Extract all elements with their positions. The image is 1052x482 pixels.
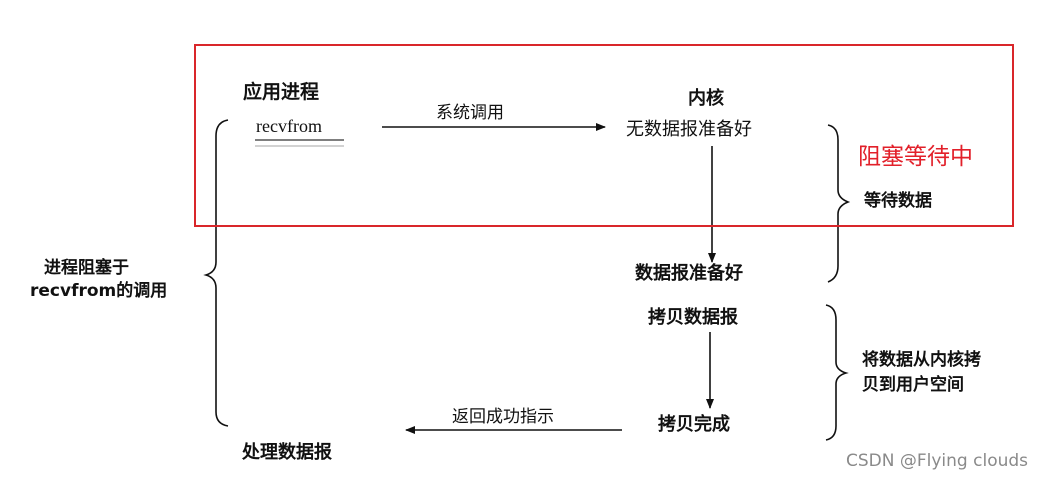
- recvfrom-label: recvfrom: [256, 116, 322, 136]
- process-blocked-label-2: recvfrom的调用: [30, 281, 168, 301]
- return-ok-label: 返回成功指示: [452, 407, 554, 427]
- blocked-waiting-annotation: 阻塞等待中: [858, 144, 973, 170]
- datagram-ready-label: 数据报准备好: [635, 263, 743, 284]
- syscall-label: 系统调用: [436, 103, 504, 123]
- process-blocked-label-1: 进程阻塞于: [44, 258, 129, 278]
- no-datagram-label: 无数据报准备好: [626, 119, 752, 140]
- app-process-heading: 应用进程: [243, 81, 320, 103]
- right-brace-copy: [825, 304, 849, 441]
- process-datagram-label: 处理数据报: [242, 442, 332, 463]
- csdn-watermark: CSDN @Flying clouds: [846, 451, 1029, 471]
- blocking-highlight-box: [194, 44, 1014, 227]
- left-brace: [203, 119, 229, 427]
- copy-to-user-label-2: 贝到用户空间: [862, 375, 964, 395]
- copy-done-label: 拷贝完成: [658, 414, 730, 435]
- kernel-heading: 内核: [688, 88, 724, 109]
- right-brace-wait: [827, 124, 851, 283]
- copy-to-user-label-1: 将数据从内核拷: [862, 350, 981, 370]
- copy-datagram-label: 拷贝数据报: [648, 307, 738, 328]
- waiting-data-label: 等待数据: [864, 191, 932, 211]
